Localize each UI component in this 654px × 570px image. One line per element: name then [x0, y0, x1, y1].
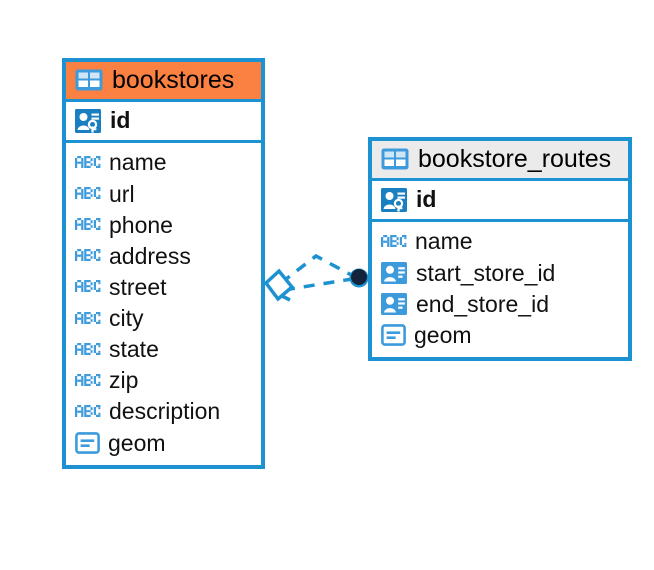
entity-header-bookstore-routes[interactable]: bookstore_routes [372, 141, 628, 179]
field-row-name[interactable]: name [372, 226, 628, 257]
field-row-url[interactable]: url [66, 179, 261, 210]
field-name-label: name [109, 149, 167, 176]
abc-text-icon [75, 311, 101, 327]
field-name-label: city [109, 305, 144, 331]
relationship-line-lower [283, 277, 353, 292]
abc-text-icon [381, 234, 407, 250]
diamond-marker [263, 268, 295, 302]
abc-text-icon [75, 248, 101, 264]
field-row-geom[interactable]: geom [66, 428, 261, 459]
geometry-icon [381, 324, 406, 347]
field-name-label: end_store_id [416, 290, 549, 317]
field-name-label: geom [414, 321, 472, 348]
foreign-key-icon [381, 292, 408, 316]
filled-circle-marker [349, 268, 369, 288]
primary-key-section-bookstores: id [66, 99, 261, 144]
relationship-line-upper [279, 253, 356, 285]
entity-name-label: bookstore_routes [418, 145, 612, 173]
field-row-name[interactable]: name [66, 147, 261, 178]
primary-key-icon [381, 187, 408, 213]
geometry-icon [75, 432, 100, 454]
primary-key-section-bookstore-routes: id [372, 178, 628, 223]
abc-text-icon [75, 342, 101, 358]
field-row-street[interactable]: street [66, 272, 261, 303]
field-row-state[interactable]: state [66, 334, 261, 365]
field-name-label: start_store_id [416, 259, 556, 286]
field-name-label: state [109, 336, 159, 363]
field-row-address[interactable]: address [66, 241, 261, 272]
field-name-label: name [415, 228, 473, 255]
field-row-description[interactable]: description [66, 396, 261, 427]
table-icon [75, 69, 103, 91]
field-name-label: zip [109, 367, 139, 394]
field-name-label: url [109, 180, 135, 207]
entity-header-bookstores[interactable]: bookstores [66, 62, 261, 100]
abc-text-icon [75, 217, 101, 233]
entity-name-label: bookstores [112, 66, 235, 94]
abc-text-icon [75, 155, 101, 171]
field-name-label: id [110, 107, 131, 134]
field-row-start-store-id[interactable]: start_store_id [372, 258, 628, 289]
table-icon [381, 148, 409, 170]
field-row-city[interactable]: city [66, 303, 261, 334]
field-row-geom[interactable]: geom [372, 320, 628, 351]
foreign-key-icon [381, 261, 408, 285]
entity-bookstores[interactable]: bookstores id [62, 58, 265, 469]
field-row-phone[interactable]: phone [66, 210, 261, 241]
field-name-label: street [109, 273, 167, 300]
field-name-label: phone [109, 211, 173, 238]
abc-text-icon [75, 373, 101, 389]
field-row-id[interactable]: id [66, 102, 261, 140]
field-row-end-store-id[interactable]: end_store_id [372, 289, 628, 320]
field-row-zip[interactable]: zip [66, 365, 261, 396]
field-name-label: address [109, 242, 191, 269]
field-name-label: geom [108, 429, 166, 456]
entity-bookstore-routes[interactable]: bookstore_routes id [368, 137, 632, 361]
primary-key-icon [75, 108, 102, 134]
field-row-id[interactable]: id [372, 181, 628, 219]
field-section-bookstore-routes: name start_store_id [372, 222, 628, 357]
field-section-bookstores: name [66, 143, 261, 464]
field-name-label: id [416, 186, 437, 213]
abc-text-icon [75, 186, 101, 202]
field-name-label: description [109, 398, 221, 425]
abc-text-icon [75, 279, 101, 295]
abc-text-icon [75, 404, 101, 420]
